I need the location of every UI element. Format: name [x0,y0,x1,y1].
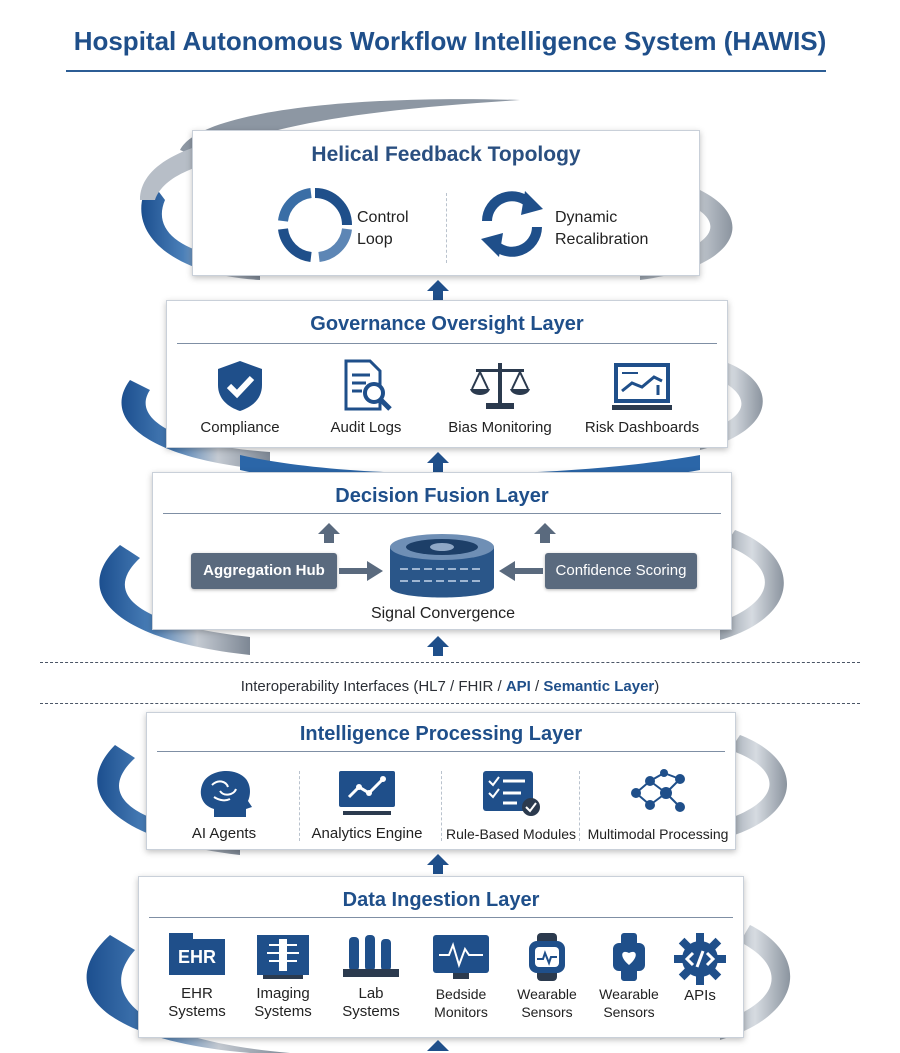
balance-scale-icon [470,363,530,409]
document-search-icon [344,359,392,411]
smartwatch-icon [613,933,645,981]
decision-fusion-panel: Decision Fusion Layer Aggregation Hub Co… [152,472,732,630]
governance-title-rule [177,343,717,344]
dynamic-recalibration-label: Dynamic Recalibration [555,209,649,248]
confidence-scoring-box: Confidence Scoring [545,553,697,589]
wearable-sensors-watch-item: Wearable Sensors [587,933,671,1021]
intelligence-divider [579,771,580,841]
dynamic-recalibration-item: Dynamic Recalibration [475,187,675,263]
control-loop-label: Control Loop [357,209,409,248]
data-ingestion-panel: Data Ingestion Layer EHR EHR Systems Ima… [138,876,744,1038]
title-divider [66,70,826,72]
page-title: Hospital Autonomous Workflow Intelligenc… [73,26,827,56]
imaging-systems-item: Imaging Systems [241,933,325,1021]
helical-divider [446,193,447,263]
risk-dashboards-item: Risk Dashboards [577,359,707,437]
intelligence-panel: Intelligence Processing Layer AI Agents … [146,712,736,850]
test-tubes-icon [343,935,399,977]
apis-item: APIs [665,933,735,1005]
multimodal-processing-item: Multimodal Processing [585,767,731,843]
interop-divider-top [40,662,860,663]
control-loop-item: Control Loop [277,187,447,263]
refresh-arrows-icon [481,191,543,257]
signal-convergence-label: Signal Convergence [370,605,516,622]
cycle-ring-icon [278,188,352,262]
arrow-left-icon [499,561,543,581]
wearable-sensors-item: Wearable Sensors [505,933,589,1021]
governance-panel: Governance Oversight Layer Compliance Au… [166,300,728,448]
helical-feedback-title: Helical Feedback Topology [311,143,581,166]
xray-film-icon [257,935,309,979]
ehr-folder-icon: EHR [167,933,227,975]
interop-interfaces-label: Interoperability Interfaces (HL7 / FHIR … [240,678,660,695]
lab-systems-item: Lab Systems [329,933,413,1021]
heart-monitor-icon [433,935,489,979]
audit-logs-item: Audit Logs [311,359,421,437]
helical-feedback-panel: Helical Feedback Topology Control Loop D… [192,130,700,276]
analytics-engine-item: Analytics Engine [307,767,427,843]
ehr-systems-item: EHR EHR Systems [155,933,239,1021]
intelligence-divider [299,771,300,841]
decision-fusion-title: Decision Fusion Layer [335,485,549,507]
shield-check-icon [218,361,262,411]
rule-based-modules-item: Rule-Based Modules [445,767,577,843]
compliance-item: Compliance [185,359,295,437]
decision-title-rule [163,513,721,514]
governance-title: Governance Oversight Layer [310,313,584,335]
intelligence-divider [441,771,442,841]
analytics-monitor-icon [339,771,395,815]
bedside-monitors-item: Bedside Monitors [419,933,503,1021]
brain-head-icon [200,770,252,817]
bias-monitoring-item: Bias Monitoring [435,359,565,437]
code-gear-icon [674,933,726,985]
database-disk-icon [390,534,494,598]
checklist-icon [483,771,540,816]
wearable-device-icon [529,933,565,981]
dashboard-chart-icon [612,363,672,410]
interop-divider-bottom [40,703,860,704]
ingestion-title-rule [149,917,733,918]
intelligence-title: Intelligence Processing Layer [299,723,583,745]
ehr-badge: EHR [169,939,225,975]
intelligence-title-rule [157,751,725,752]
data-ingestion-title: Data Ingestion Layer [342,889,540,911]
ai-agents-item: AI Agents [171,767,277,843]
network-nodes-icon [631,769,685,812]
arrow-right-icon [339,561,383,581]
aggregation-hub-box: Aggregation Hub [191,553,337,589]
